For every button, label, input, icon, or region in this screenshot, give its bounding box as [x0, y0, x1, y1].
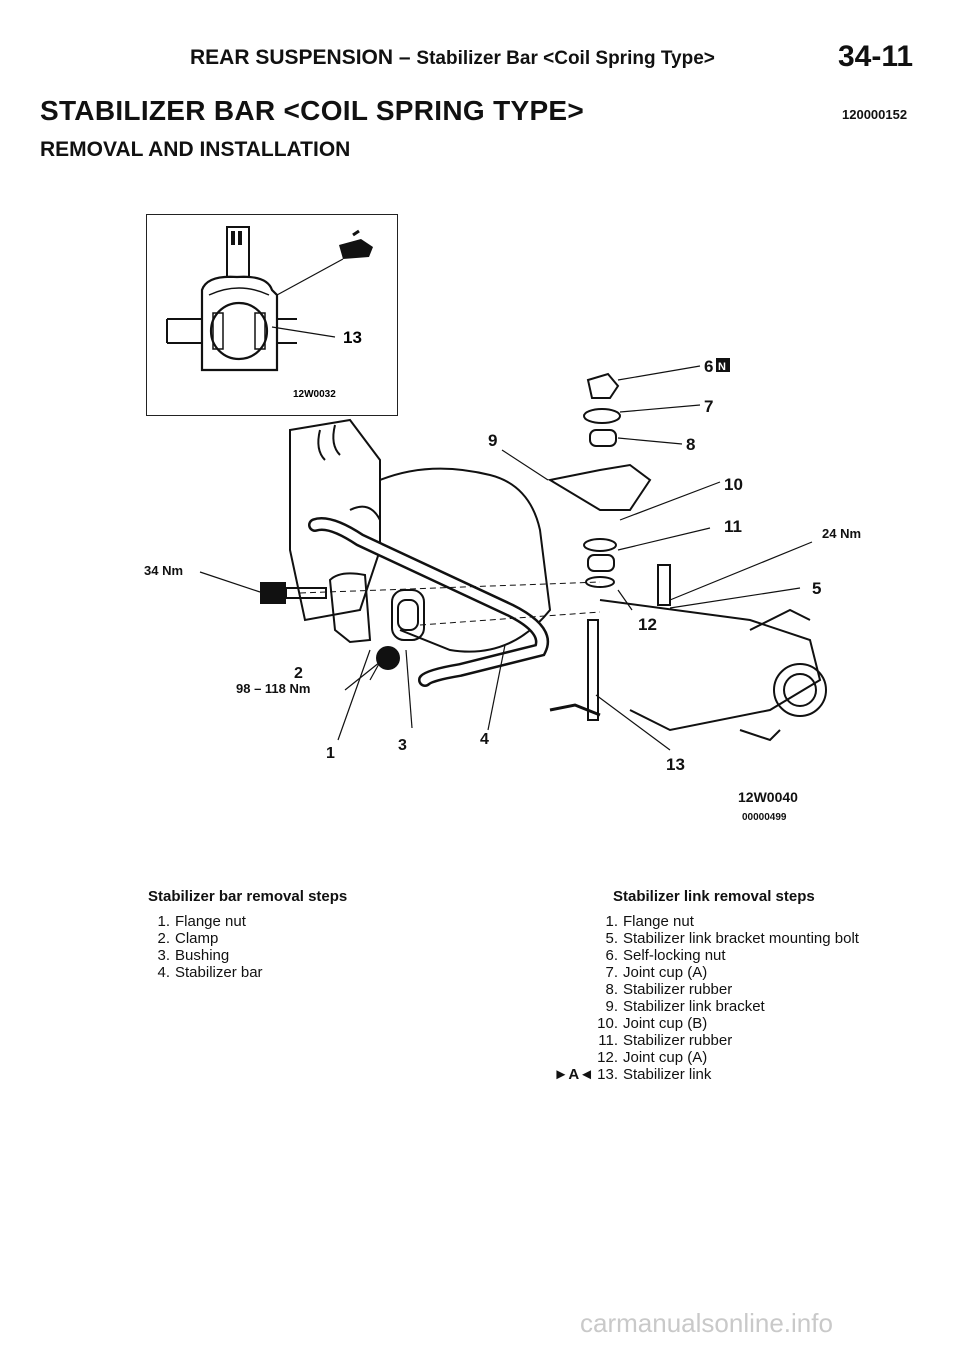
link-hardware	[547, 372, 671, 721]
torque-98-118nm: 98 – 118 Nm	[236, 681, 310, 696]
callout-12: 12	[638, 615, 657, 634]
step-text: Self-locking nut	[623, 947, 726, 964]
step-text: Joint cup (B)	[623, 1015, 708, 1032]
step-number: 3.	[157, 947, 170, 964]
step-number: 11.	[598, 1032, 618, 1049]
step-number: 7.	[605, 964, 618, 981]
callout-1: 1	[326, 745, 335, 762]
list-item: 4. Stabilizer bar	[148, 964, 347, 981]
callout-13: 13	[666, 755, 685, 774]
exploded-diagram: 34 Nm 2 98 – 118 Nm 1 3 4 6 N 7 8 9 10 1…	[144, 357, 861, 823]
page-title: STABILIZER BAR <COIL SPRING TYPE>	[40, 95, 585, 126]
callout-4: 4	[480, 731, 489, 748]
step-text: Clamp	[175, 930, 219, 947]
page-number: 34-11	[838, 40, 914, 73]
step-number: 4.	[157, 964, 170, 981]
list-item: ►A◄13. Stabilizer link	[550, 1066, 859, 1083]
bar-steps-title: Stabilizer bar removal steps	[148, 888, 348, 905]
self-locking-badge	[716, 358, 730, 372]
list-item: 2. Clamp	[148, 930, 347, 947]
callout-3: 3	[398, 737, 407, 754]
inset-drawing: 13 12W0032	[166, 226, 373, 400]
list-item: 5. Stabilizer link bracket mounting bolt	[550, 930, 859, 947]
callout-6: 6	[704, 357, 713, 376]
leader-lines	[199, 365, 813, 751]
step-number: 10.	[597, 1015, 618, 1032]
list-item: 1. Flange nut	[550, 913, 859, 930]
torque-34nm: 34 Nm	[144, 563, 183, 578]
list-item: 6. Self-locking nut	[550, 947, 859, 964]
bar-steps-list: 1. Flange nut 2. Clamp 3. Bushing 4. Stabilizer…	[148, 913, 347, 981]
step-text: Stabilizer rubber	[623, 1032, 733, 1049]
step-number: 8.	[605, 981, 618, 998]
callout-6-badge: N	[718, 361, 726, 373]
list-item: 12. Joint cup (A)	[550, 1049, 859, 1066]
bar-removal-steps: Stabilizer bar removal steps 1. Flange nu…	[148, 888, 347, 981]
step-text: Stabilizer link bracket	[623, 998, 765, 1015]
step-number: 13.	[597, 1066, 618, 1083]
step-text: Bushing	[175, 947, 230, 964]
step-text: Joint cup (A)	[623, 1049, 708, 1066]
link-steps-list: 1. Flange nut 5. Stabilizer link bracket mo…	[550, 913, 859, 1083]
section-subtitle: REMOVAL AND INSTALLATION	[40, 138, 351, 161]
callout-8: 8	[686, 435, 695, 454]
running-header: REAR SUSPENSION – Stabilizer Bar <Coil S…	[190, 46, 715, 70]
callout-11: 11	[724, 517, 742, 536]
step-text: Flange nut	[623, 913, 694, 930]
callout-5: 5	[812, 579, 821, 598]
list-item: 7. Joint cup (A)	[550, 964, 859, 981]
axle-housing	[289, 418, 552, 653]
step-number: 12.	[597, 1049, 618, 1066]
callout-9: 9	[488, 431, 497, 450]
torque-24nm: 24 Nm	[822, 526, 861, 541]
link-removal-steps: Stabilizer link removal steps 1. Flange n…	[550, 888, 859, 1083]
step-text: Stabilizer bar	[175, 964, 263, 981]
document-id: 120000152	[842, 107, 908, 122]
bolt-34nm	[260, 582, 327, 604]
step-text: Stabilizer rubber	[623, 981, 733, 998]
list-item: 11. Stabilizer rubber	[550, 1032, 859, 1049]
callout-7: 7	[704, 397, 713, 416]
inset-callout-13: 13	[343, 328, 362, 347]
clamp-bushing	[328, 572, 425, 644]
header-subsection: Stabilizer Bar <Coil Spring Type>	[416, 48, 715, 69]
header-dash: –	[398, 46, 411, 69]
link-steps-title: Stabilizer link removal steps	[613, 888, 815, 905]
inset-figure: 13 12W0032	[146, 214, 398, 416]
callout-2: 2	[294, 665, 303, 682]
header-section: REAR SUSPENSION	[190, 46, 394, 69]
step-number: 1.	[605, 913, 618, 930]
step-text: Flange nut	[175, 913, 246, 930]
step-number: 1.	[157, 913, 170, 930]
watermark: carmanualsonline.info	[580, 1308, 833, 1338]
list-item: 10. Joint cup (B)	[550, 1015, 859, 1032]
list-item: 3. Bushing	[148, 947, 347, 964]
step-number: 5.	[605, 930, 618, 947]
step-number: 2.	[157, 930, 170, 947]
lower-arm	[599, 599, 827, 742]
step-text: Joint cup (A)	[623, 964, 708, 981]
figure-serial: 00000499	[742, 812, 787, 823]
step-text: Stabilizer link	[623, 1066, 712, 1083]
callout-10: 10	[724, 475, 743, 494]
stabilizer-bar-fill	[310, 519, 547, 685]
service-marker: ►A◄	[553, 1066, 594, 1083]
inset-figure-code: 12W0032	[293, 389, 336, 400]
step-number: 9.	[605, 998, 618, 1015]
list-item: 1. Flange nut	[148, 913, 347, 930]
list-item: 8. Stabilizer rubber	[550, 981, 859, 998]
step-text: Stabilizer link bracket mounting bolt	[623, 930, 859, 947]
step-number: 6.	[605, 947, 618, 964]
list-item: 9. Stabilizer link bracket	[550, 998, 859, 1015]
figure-code: 12W0040	[738, 789, 798, 805]
flange-nut	[376, 646, 400, 670]
